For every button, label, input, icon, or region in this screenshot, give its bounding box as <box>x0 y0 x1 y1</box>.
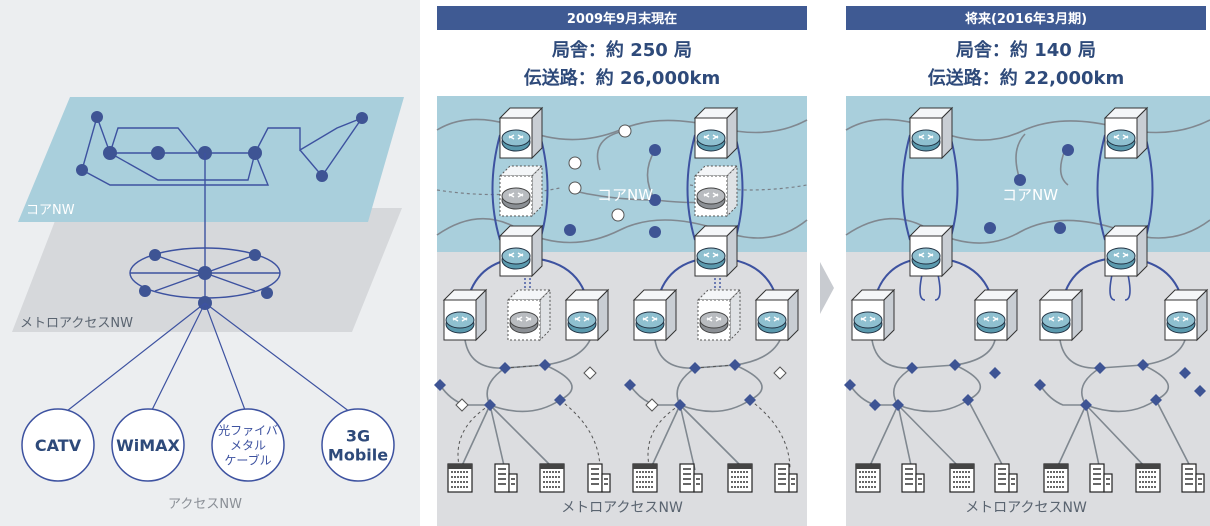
future-header: 将来(2016年3月期) <box>965 11 1087 27</box>
access-node-label: 3G <box>346 426 370 445</box>
current-header-bar <box>437 6 807 30</box>
future-metro-label: メトロアクセスNW <box>965 500 1087 516</box>
current-header: 2009年9月末現在 <box>567 11 677 27</box>
access-node-label: メタル <box>230 438 266 452</box>
access-node-circle <box>21 408 95 482</box>
current-stat-lines: 伝送路：約 26,000km <box>524 67 720 89</box>
access-node-circle <box>211 408 285 482</box>
access-node-label: Mobile <box>328 445 388 464</box>
current-stat-offices: 局舎：約 250 局 <box>552 39 692 61</box>
metro-label: メトロアクセスNW <box>20 316 133 331</box>
access-node-circle <box>111 408 185 482</box>
access-node-label: ケーブル <box>224 452 271 467</box>
current-core-label: コアNW <box>597 186 653 204</box>
future-panel: 将来(2016年3月期) 局舎：約 140 局 伝送路：約 22,000km コ… <box>844 6 1210 526</box>
core-plane <box>18 97 404 222</box>
future-stat-offices: 局舎：約 140 局 <box>956 39 1096 61</box>
future-header-bar <box>846 6 1206 30</box>
access-node-label: 光ファイバ <box>218 423 278 437</box>
future-stat-lines: 伝送路：約 22,000km <box>928 67 1124 89</box>
transition-arrow-icon <box>820 262 834 314</box>
core-label: コアNW <box>26 203 75 218</box>
current-metro-label: メトロアクセスNW <box>561 500 683 516</box>
access-label: アクセスNW <box>168 497 242 512</box>
access-node-label: WiMAX <box>116 436 180 455</box>
access-node-circle <box>321 408 395 482</box>
future-core-label: コアNW <box>1002 186 1058 204</box>
current-panel: 2009年9月末現在 局舎：約 250 局 伝送路：約 26,000km コアN… <box>434 6 808 526</box>
access-node-label: CATV <box>35 436 82 455</box>
